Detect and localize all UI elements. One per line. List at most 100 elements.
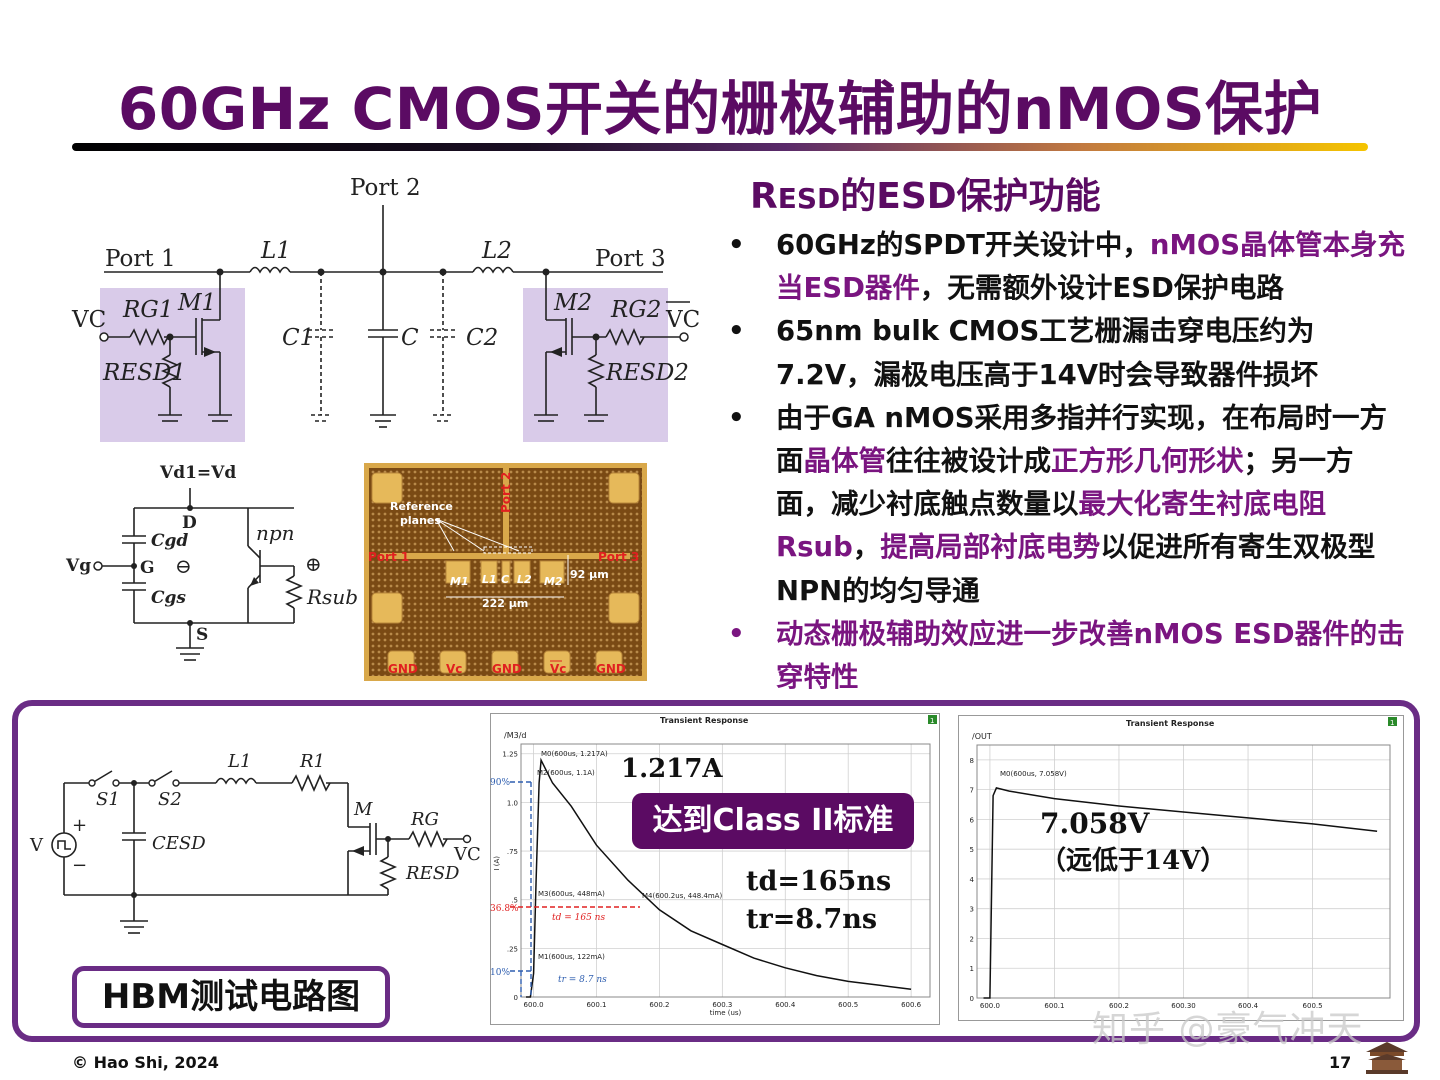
hbm-minus: − bbox=[72, 855, 87, 876]
npn-label: npn bbox=[256, 521, 295, 545]
y-tick-label: 1.25 bbox=[502, 751, 518, 759]
y-tick-label: 2 bbox=[970, 935, 974, 943]
cgs-label: Cgs bbox=[151, 588, 186, 608]
section-rest: 的ESD保护功能 bbox=[840, 176, 1101, 217]
chip-pad-vc-1: Vc bbox=[446, 662, 462, 676]
left-plot-header: Transient Response bbox=[660, 716, 749, 725]
chip-port3: Port 3 bbox=[598, 550, 639, 564]
bullet-3-text-g: ， bbox=[852, 531, 881, 564]
bullet-marker: • bbox=[728, 618, 745, 649]
left-plot-m3: M3(600us, 448mA) bbox=[538, 890, 605, 898]
y-tick-label: 3 bbox=[970, 906, 974, 914]
hbm-s2-label: S2 bbox=[158, 789, 182, 810]
chip-port1: Port 1 bbox=[368, 550, 409, 564]
x-axis-label: time (us) bbox=[710, 1009, 742, 1017]
hbm-resd-label: RESD bbox=[405, 863, 460, 884]
bullet-3-highlight-f: 最大化寄生衬底电阻Rsub bbox=[776, 488, 1326, 564]
x-tick-label: 600.1 bbox=[1044, 1002, 1064, 1010]
x-tick-label: 600.2 bbox=[649, 1001, 669, 1009]
hbm-l1-label: L1 bbox=[227, 751, 251, 772]
section-title: RESD的ESD保护功能 bbox=[750, 167, 1101, 219]
class-ii-badge: 达到Class II标准 bbox=[632, 793, 914, 849]
vg-label: Vg bbox=[65, 556, 91, 576]
minus-sign: ⊖ bbox=[175, 554, 192, 578]
chip-pad-gnd-1: GND bbox=[388, 662, 418, 676]
left-plot-m4: M4(600.2us, 448.4mA) bbox=[642, 892, 722, 900]
x-tick-label: 600.4 bbox=[775, 1001, 796, 1009]
bullet-marker: • bbox=[728, 230, 745, 260]
bullet-1-text-a: 60GHz的SPDT开关设计中， bbox=[776, 229, 1150, 261]
left-plot-signal: /M3/d bbox=[504, 731, 526, 740]
temple-logo-icon bbox=[1366, 1042, 1408, 1074]
chip-pad-vc-2: Vc bbox=[550, 662, 566, 676]
bullet-3: • 由于GA nMOS采用多指并行实现，在布局时一方面晶体管往往被设计成正方形几… bbox=[728, 397, 1408, 613]
left-plot-m0: M0(600us, 1.217A) bbox=[541, 750, 608, 758]
bullet-marker: • bbox=[728, 402, 745, 433]
bullet-3-highlight-h: 提高局部衬底电势 bbox=[880, 531, 1101, 564]
hbm-vc-label: VC bbox=[453, 844, 481, 865]
bullet-3-text-a: 由于GA nMOS采用多指并行实现，在布局时一方面 bbox=[776, 401, 1388, 478]
bullet-4: • 动态栅极辅助效应进一步改善nMOS ESD器件的击穿特性 bbox=[728, 613, 1408, 699]
plus-sign: ⊕ bbox=[305, 552, 322, 576]
hbm-r1-label: R1 bbox=[299, 751, 325, 772]
chip-c: C bbox=[501, 573, 509, 586]
bullet-2: • 65nm bulk CMOS工艺栅漏击穿电压约为7.2V，漏极电压高于14V… bbox=[728, 310, 1408, 396]
right-plot-header: Transient Response bbox=[1126, 719, 1215, 728]
resd1-label: RESD1 bbox=[102, 360, 186, 386]
hbm-rg-label: RG bbox=[410, 809, 439, 830]
rsub-label: Rsub bbox=[306, 585, 358, 609]
footer-copyright: © Hao Shi, 2024 bbox=[72, 1053, 219, 1072]
current-transient-plot: Transient Response 1 /M3/d 1.251.0.75.5.… bbox=[490, 713, 940, 1025]
bullet-3-highlight-d: 正方形几何形状 bbox=[1051, 445, 1244, 478]
left-plot-peak: 1.217A bbox=[621, 754, 723, 784]
m2-label: M2 bbox=[553, 290, 592, 316]
npn-model-schematic: Vd1=Vd D G S Vg Cgd Cgs npn Rsub ⊖ ⊕ bbox=[65, 463, 358, 661]
m2-highlight-box bbox=[523, 288, 668, 442]
plot-frame bbox=[976, 744, 1391, 999]
chip-dim-h: 92 µm bbox=[570, 568, 609, 581]
x-tick-label: 600.3 bbox=[712, 1001, 732, 1009]
y-tick-label: 6 bbox=[970, 816, 975, 824]
m1-label: M1 bbox=[177, 290, 216, 316]
spdt-switch-schematic: Port 2 Port 1 Port 3 L1 L2 C1 C C2 VC VC… bbox=[71, 175, 700, 442]
hbm-section-frame bbox=[12, 700, 1420, 1042]
s-label: S bbox=[196, 625, 208, 645]
bullet-3-highlight-b: 晶体管 bbox=[803, 445, 887, 478]
rg1-label: RG1 bbox=[122, 297, 173, 323]
page-number: 17 bbox=[1329, 1053, 1352, 1072]
slide-title: 60GHz CMOS开关的栅极辅助的nMOS保护 bbox=[117, 75, 1323, 143]
bullet-3-text-e: ；另一方面，减少衬底触点数量以 bbox=[776, 445, 1354, 521]
chip-l1: L1 bbox=[482, 573, 497, 586]
y-tick-label: 4 bbox=[970, 876, 975, 884]
l1-label: L1 bbox=[260, 238, 291, 264]
c-label: C bbox=[401, 325, 419, 351]
x-tick-label: 600.2 bbox=[1109, 1002, 1129, 1010]
vcbar-right-label: VC bbox=[665, 307, 700, 333]
chip-micrograph: Reference planes M1 L1 C L2 M2 222 µm 92… bbox=[364, 463, 647, 681]
c1-label: C1 bbox=[282, 325, 314, 351]
y-tick-label: 7 bbox=[970, 787, 974, 795]
hbm-plus: + bbox=[72, 815, 87, 836]
chip-l2: L2 bbox=[517, 573, 532, 586]
left-plot-368pct: 36.8% bbox=[490, 904, 519, 914]
y-tick-label: 8 bbox=[970, 757, 974, 765]
chip-planes-text: planes bbox=[400, 514, 441, 527]
chip-m2: M2 bbox=[544, 575, 563, 588]
section-prefix-big: R bbox=[750, 176, 778, 217]
left-plot-series-line bbox=[526, 757, 912, 998]
left-plot-90pct: 90% bbox=[490, 778, 510, 788]
x-tick-label: 600.6 bbox=[901, 1001, 922, 1009]
port1-label: Port 1 bbox=[105, 246, 176, 272]
right-plot-signal: /OUT bbox=[972, 732, 992, 741]
left-plot-corner: 1 bbox=[930, 717, 934, 725]
x-tick-label: 600.5 bbox=[1303, 1002, 1323, 1010]
bullet-3-text-c: 往往被设计成 bbox=[886, 445, 1051, 478]
left-plot-td-small: td = 165 ns bbox=[552, 913, 605, 923]
y-tick-label: .25 bbox=[507, 945, 518, 953]
chip-m1: M1 bbox=[450, 575, 469, 588]
port3-label: Port 3 bbox=[595, 246, 666, 272]
l2-label: L2 bbox=[481, 238, 512, 264]
right-plot-peak: 7.058V bbox=[1040, 807, 1151, 840]
